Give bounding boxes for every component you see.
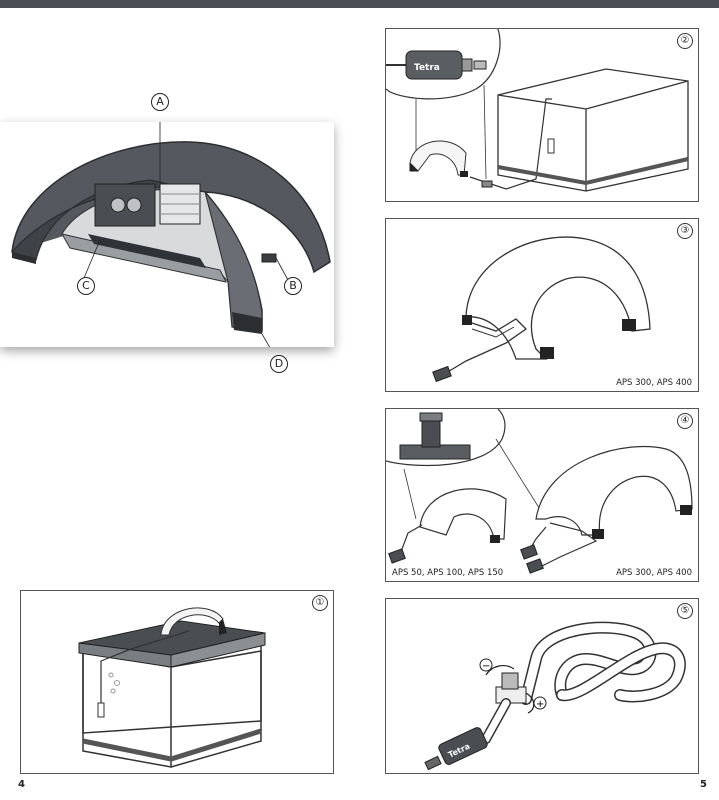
step-number-3: ③	[677, 223, 693, 239]
callout-d: D	[270, 355, 288, 373]
pump-anatomy-figure	[0, 108, 334, 359]
pump-cutaway-drawing	[10, 108, 331, 359]
t-piece-multiple-outlets-drawing	[386, 409, 693, 574]
step-number-1: ①	[312, 595, 328, 611]
caption-models-step-3: APS 300, APS 400	[616, 378, 692, 388]
page-number-left: 4	[18, 779, 25, 790]
callout-a: A	[151, 93, 169, 111]
step-1-panel: ①	[20, 590, 334, 774]
step-5-panel: Tetra − + ⑤	[385, 598, 699, 774]
minus-sign: −	[482, 661, 490, 672]
step-number-2: ②	[677, 33, 693, 49]
page-number-right: 5	[700, 779, 707, 790]
valve-brand-label: Tetra	[414, 63, 440, 73]
step-number-4: ④	[677, 413, 693, 429]
air-regulator-drawing: Tetra − +	[424, 621, 686, 771]
plus-sign: +	[536, 699, 544, 710]
caption-models-step-4-left: APS 50, APS 100, APS 150	[392, 568, 504, 578]
callout-b: B	[284, 277, 302, 295]
pump-outlet-connection-drawing	[432, 236, 651, 383]
top-bar	[0, 0, 719, 8]
callout-c: C	[77, 277, 95, 295]
step-4-panel: ④ APS 50, APS 100, APS 150 APS 300, APS …	[385, 408, 699, 582]
caption-models-step-4-right: APS 300, APS 400	[616, 568, 692, 578]
step-2-panel: Tetra ②	[385, 28, 699, 202]
step-number-5: ⑤	[677, 603, 693, 619]
step-3-panel: ③ APS 300, APS 400	[385, 218, 699, 392]
pump-connected-to-tank-drawing: Tetra	[386, 29, 689, 192]
aquarium-with-pump-drawing	[78, 607, 266, 768]
